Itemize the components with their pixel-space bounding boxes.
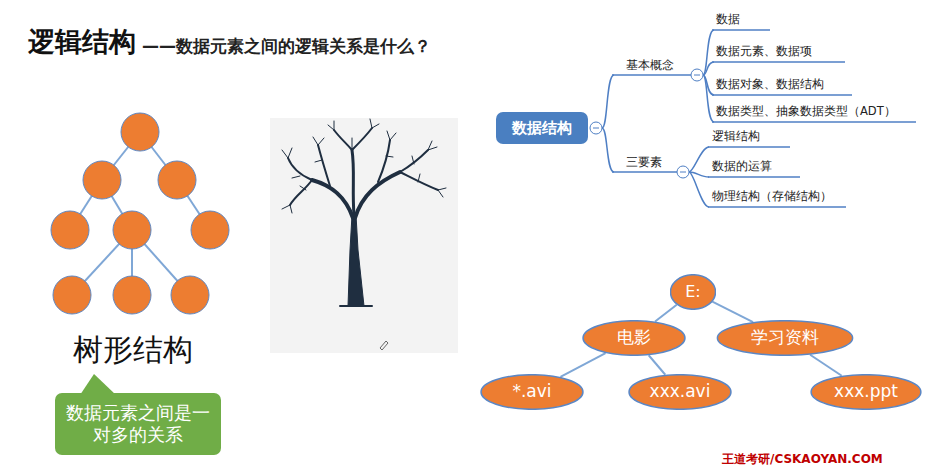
mindmap-item: 数据对象、数据结构	[716, 78, 824, 92]
collapse-symbols	[590, 69, 703, 178]
picture-frame	[270, 118, 458, 353]
file-node: *.avi	[480, 374, 584, 410]
node-text: 学习资料	[751, 327, 819, 348]
node-text: 数据结构	[512, 119, 572, 138]
mindmap-item: 基本概念	[626, 58, 674, 72]
subtitle: ——数据元素之间的逻辑关系是什么？	[142, 36, 431, 56]
slide-title: 逻辑结构	[28, 26, 136, 58]
file-node: xxx.avi	[628, 374, 732, 410]
root-topic: 数据结构	[496, 112, 588, 144]
tree-edges	[70, 132, 210, 295]
folder-node: 学习资料	[716, 320, 854, 356]
tree-connector	[655, 305, 677, 322]
node-text: xxx.ppt	[834, 381, 898, 402]
mindmap-item: 数据	[716, 13, 740, 27]
watermark: 王道考研/CSKAOYAN.COM	[722, 452, 883, 466]
mindmap-item: 数据类型、抽象数据类型（ADT）	[716, 105, 896, 119]
node-text: 数据元素之间是一对多的关系	[65, 402, 211, 447]
node-text: *.avi	[512, 381, 551, 402]
pencil-icon	[380, 341, 388, 350]
tree-connector	[649, 355, 666, 374]
tree-connector	[712, 302, 753, 322]
mindmap-item: 三要素	[626, 155, 662, 169]
figure-caption: 树形结构	[73, 332, 193, 368]
node-text: 电影	[617, 327, 651, 348]
node-text: xxx.avi	[650, 381, 711, 402]
mindmap-item: 物理结构（存储结构）	[712, 190, 832, 204]
callout-pointer	[80, 374, 116, 395]
callout-box: 数据元素之间是一对多的关系	[55, 393, 221, 455]
mindmap-item: 逻辑结构	[712, 130, 760, 144]
folder-node: 电影	[582, 320, 686, 356]
tree-circles	[51, 113, 229, 314]
node-text: E:	[685, 282, 701, 302]
folder-node: E:	[670, 274, 716, 310]
mindmap-lines	[602, 30, 916, 207]
mindmap-item: 数据的运算	[712, 160, 772, 174]
mindmap-item: 数据元素、数据项	[716, 45, 812, 59]
tree-connector	[560, 353, 605, 377]
tree-connector	[810, 355, 842, 376]
file-node: xxx.ppt	[810, 374, 922, 410]
tree-picture	[282, 119, 446, 306]
